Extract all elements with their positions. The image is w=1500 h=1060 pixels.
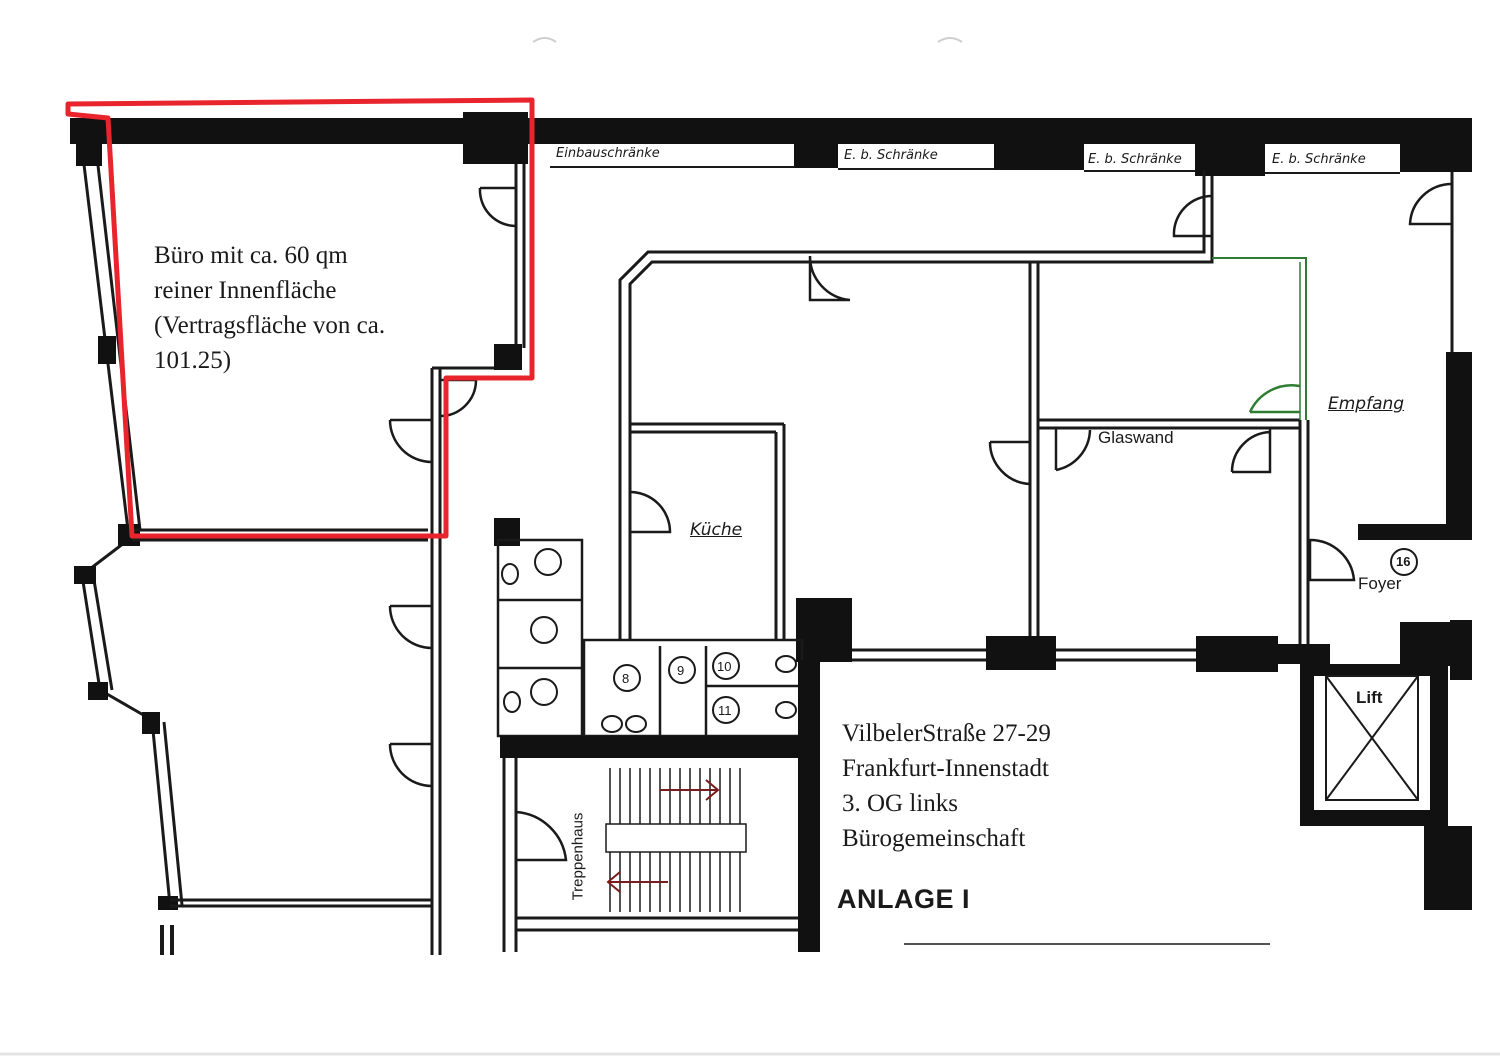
lift-side-wall xyxy=(1424,826,1472,910)
window-wall xyxy=(852,648,1196,662)
facade-pier xyxy=(142,712,160,734)
office-desc-line: (Vertragsfläche von ca. xyxy=(154,312,386,339)
facade-pier xyxy=(158,896,178,910)
wall-core xyxy=(1196,636,1278,672)
office-description: Büro mit ca. 60 qm reiner Innenfläche (V… xyxy=(154,238,385,378)
glass-wall-line xyxy=(1212,257,1307,420)
label-built-in-cabinets: Einbauschränke xyxy=(556,146,660,161)
wc-number: 8 xyxy=(622,671,630,686)
wall-pier xyxy=(463,112,528,164)
label-cabinets: E. b. Schränke xyxy=(844,148,938,163)
wall-pier xyxy=(994,140,1084,170)
stair-wall xyxy=(798,660,820,952)
stair-landing xyxy=(605,823,747,853)
label-kitchen: Küche xyxy=(690,520,743,540)
facade-pier xyxy=(76,144,102,166)
kitchen-walls xyxy=(630,422,786,640)
address-type: Bürogemeinschaft xyxy=(842,825,1026,852)
foyer-number: 16 xyxy=(1396,554,1411,569)
lift-shaft xyxy=(1300,664,1448,826)
address-block: VilbelerStraße 27-29 Frankfurt-Innenstad… xyxy=(842,716,1051,856)
wall-pier xyxy=(1195,140,1265,176)
paper-hole-mark xyxy=(937,37,963,43)
reception-wall-bottom xyxy=(1358,524,1470,540)
wall-core xyxy=(1278,644,1330,664)
lift-side-wall xyxy=(1400,622,1452,666)
wall-pier xyxy=(794,140,838,168)
wall-pier xyxy=(1400,140,1472,172)
office-desc-line: 101.25) xyxy=(154,347,232,374)
wall-core xyxy=(986,636,1056,670)
stair-arrows xyxy=(606,779,720,893)
stair-wall xyxy=(500,736,808,758)
paper-hole-mark xyxy=(532,37,557,43)
wc-number: 9 xyxy=(677,663,685,678)
glass-door xyxy=(1248,384,1301,414)
label-lift: Lift xyxy=(1356,688,1383,707)
central-room-walls xyxy=(618,170,1310,645)
address-city: Frankfurt-Innenstadt xyxy=(842,755,1049,782)
wall-pier xyxy=(494,344,522,370)
stair-door xyxy=(515,810,568,862)
foyer-number-circle xyxy=(1390,548,1418,576)
annex-label: ANLAGE I xyxy=(837,884,971,914)
label-reception: Empfang xyxy=(1328,394,1405,414)
label-cabinets: E. b. Schränke xyxy=(1088,152,1182,167)
built-in-cabinets xyxy=(550,166,1400,174)
interior-walls xyxy=(132,164,526,955)
facade-pier xyxy=(98,336,116,364)
restroom-walls xyxy=(496,538,804,738)
exterior-wall-top xyxy=(70,118,1472,144)
address-floor: 3. OG links xyxy=(842,790,958,817)
address-street: VilbelerStraße 27-29 xyxy=(842,720,1051,747)
wc-number: 11 xyxy=(718,703,732,718)
restroom-fixtures xyxy=(501,548,797,733)
facade-pier xyxy=(74,566,96,584)
exterior-wall-right xyxy=(1446,352,1472,540)
office-desc-line: Büro mit ca. 60 qm xyxy=(154,242,348,269)
label-glass-wall: Glaswand xyxy=(1098,428,1174,447)
lift-side-wall xyxy=(1450,620,1472,680)
facade-pier xyxy=(88,682,108,700)
label-foyer: Foyer xyxy=(1358,574,1402,593)
staircase-walls xyxy=(502,758,798,952)
label-staircase: Treppenhaus xyxy=(569,812,587,901)
wc-number: 10 xyxy=(717,659,732,674)
label-cabinets: E. b. Schränke xyxy=(1272,152,1366,167)
office-highlight xyxy=(65,97,535,539)
doors-central xyxy=(629,182,1453,582)
office-desc-line: reiner Innenfläche xyxy=(154,277,337,304)
wall-core xyxy=(796,598,852,662)
